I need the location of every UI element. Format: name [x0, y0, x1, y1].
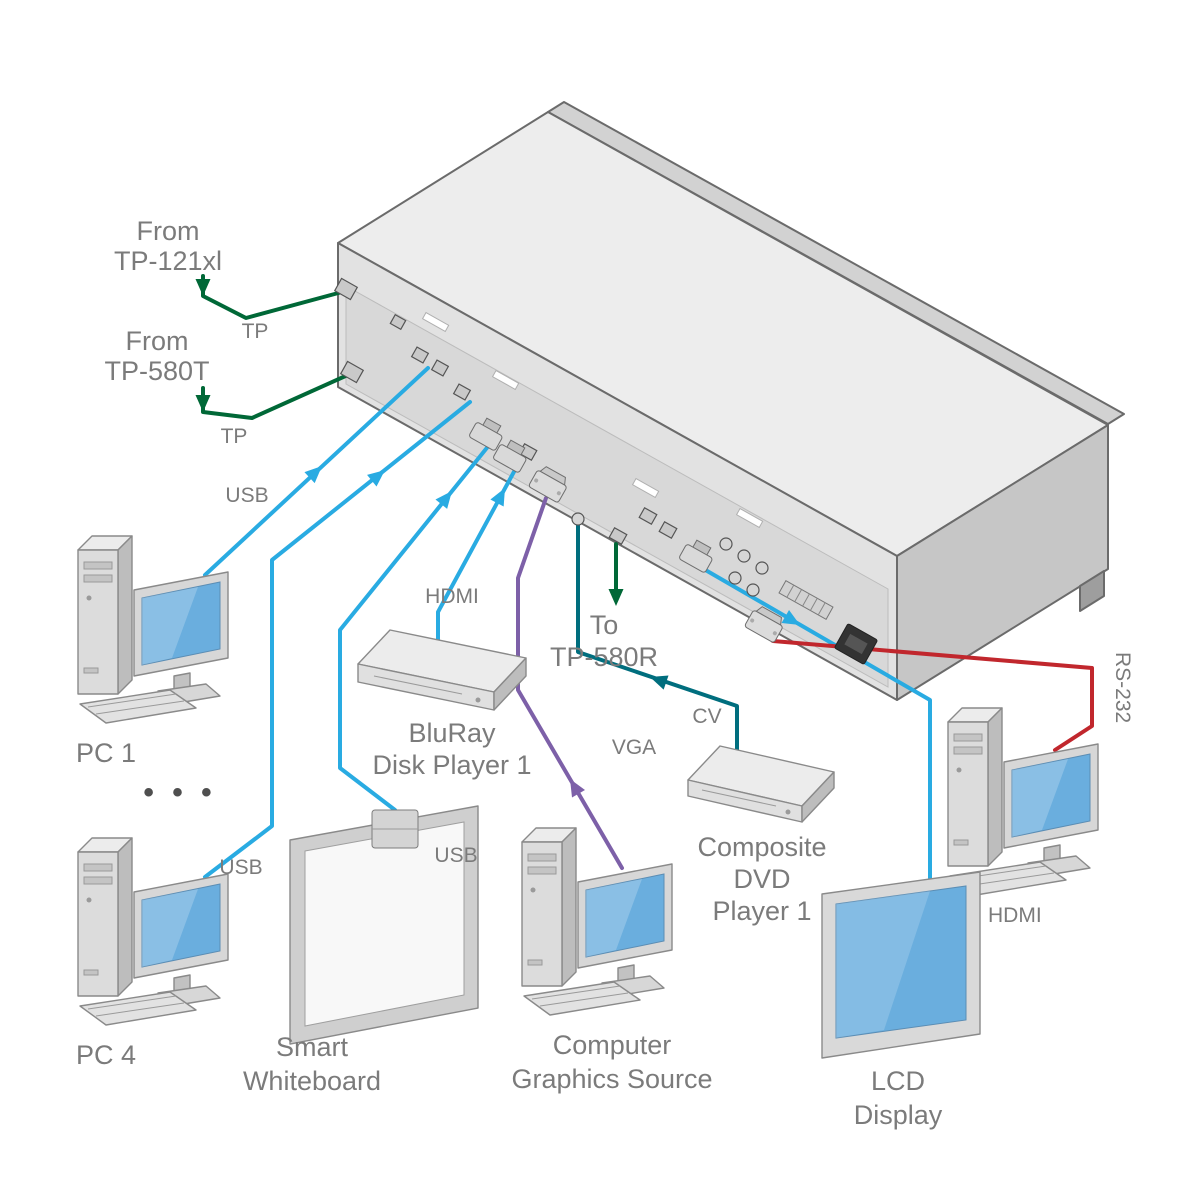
- label-from-tp580t: TP-580T: [104, 356, 209, 386]
- panel-label-strip: [735, 507, 764, 529]
- pc4: [77, 837, 229, 1026]
- dvd-side: [801, 771, 835, 823]
- bluray-player: [357, 629, 527, 711]
- label-hdmi-bluray: HDMI: [425, 585, 479, 608]
- cables: [195, 274, 1094, 880]
- arrowhead: [304, 466, 322, 484]
- cable-cv-dvd: [576, 522, 739, 764]
- label-from-tp121xl: From: [137, 216, 200, 246]
- cable-vga-graphics: [516, 496, 624, 870]
- rca-port: [746, 583, 760, 597]
- cable-usb-pc4: [203, 400, 472, 879]
- dvd-player: [687, 745, 835, 823]
- rca-port: [737, 549, 751, 563]
- label-dvd: Composite: [697, 832, 826, 862]
- usb-port: [410, 346, 430, 364]
- arrowhead: [367, 470, 385, 487]
- label-from-tp580t: From: [126, 326, 189, 356]
- cable-to-tp580r: [608, 542, 624, 606]
- audio-port: [658, 520, 678, 540]
- bluray-button: [475, 697, 481, 703]
- panel-label-strip: [631, 477, 660, 499]
- bluray-disc-slot: [373, 675, 463, 695]
- arrowhead: [570, 779, 585, 798]
- tp-out-port: [608, 526, 628, 546]
- peripherals: [77, 535, 1099, 1059]
- rca-port: [728, 571, 742, 585]
- tp-port-2: [339, 360, 365, 384]
- power-inlet: [834, 623, 878, 665]
- label-to-tp580r: To: [590, 610, 619, 640]
- arrowhead: [195, 279, 211, 296]
- cable-tp-from-tp121xl: [195, 274, 344, 320]
- arrowhead: [650, 675, 669, 690]
- ellipsis-dots: • • •: [143, 776, 216, 809]
- label-usb-whiteboard: USB: [434, 844, 477, 867]
- cv-rca-port: [571, 512, 585, 526]
- label-computer-graphics: Graphics Source: [511, 1064, 712, 1094]
- arrowhead: [195, 395, 211, 412]
- cable-tp-from-tp580t: [195, 372, 352, 420]
- label-usb-pc1: USB: [225, 484, 268, 507]
- switcher-foot: [1079, 570, 1105, 612]
- label-bluray: BluRay: [408, 718, 496, 748]
- label-pc1: PC 1: [76, 738, 136, 768]
- usb-port: [389, 313, 407, 331]
- audio-port: [638, 506, 658, 526]
- label-rs232: RS-232: [1111, 652, 1134, 723]
- label-hdmi-lcd: HDMI: [988, 904, 1042, 927]
- cable-usb-whiteboard: [338, 442, 492, 812]
- label-bluray: Disk Player 1: [372, 750, 531, 780]
- switcher-device: [337, 101, 1125, 701]
- label-cv: CV: [692, 705, 721, 728]
- rca-port: [755, 561, 769, 575]
- cable-rs232: [771, 639, 1094, 752]
- label-computer-graphics: Computer: [553, 1030, 672, 1060]
- label-vga: VGA: [612, 736, 656, 759]
- arrowhead: [608, 589, 624, 606]
- lcd-screen-glare: [836, 891, 930, 1038]
- cable-hdmi-lcd: [700, 566, 932, 880]
- label-smart-whiteboard: Whiteboard: [243, 1066, 381, 1096]
- label-to-tp580r: TP-580R: [550, 642, 658, 672]
- arrowhead: [781, 610, 800, 625]
- smart-whiteboard: [289, 805, 479, 1045]
- label-lcd: LCD: [871, 1066, 925, 1096]
- label-smart-whiteboard: Smart: [276, 1032, 349, 1062]
- panel-label-strip: [421, 311, 450, 333]
- pc1: [77, 535, 229, 724]
- computer-graphics-source: [521, 827, 673, 1016]
- cable-hdmi-bluray: [436, 466, 518, 650]
- arrowhead: [490, 488, 505, 507]
- label-lcd: Display: [854, 1100, 943, 1130]
- label-from-tp121xl: TP-121xl: [114, 246, 222, 276]
- labels: From TP-121xl TP From TP-580T TP USB USB…: [76, 216, 1134, 1130]
- rca-port: [719, 537, 733, 551]
- label-dvd: DVD: [733, 864, 790, 894]
- usb-port: [452, 383, 472, 401]
- bluray-side: [493, 657, 527, 711]
- label-usb-pc4: USB: [219, 856, 262, 879]
- rear-panel-connectors: [333, 277, 878, 665]
- usb-port: [430, 359, 450, 377]
- label-dvd: Player 1: [712, 896, 811, 926]
- tp-port-1: [333, 277, 359, 301]
- dvd-disc-slot: [701, 789, 777, 807]
- label-pc4: PC 4: [76, 1040, 136, 1070]
- label-tp-1: TP: [242, 320, 269, 343]
- cable-usb-pc1: [203, 366, 430, 577]
- terminal-block: [778, 580, 834, 620]
- lcd-display: [821, 871, 981, 1059]
- panel-label-strip: [491, 369, 520, 391]
- lcd-screen: [835, 885, 967, 1039]
- dvd-button: [785, 809, 791, 815]
- label-tp-2: TP: [221, 425, 248, 448]
- arrowhead: [435, 491, 452, 509]
